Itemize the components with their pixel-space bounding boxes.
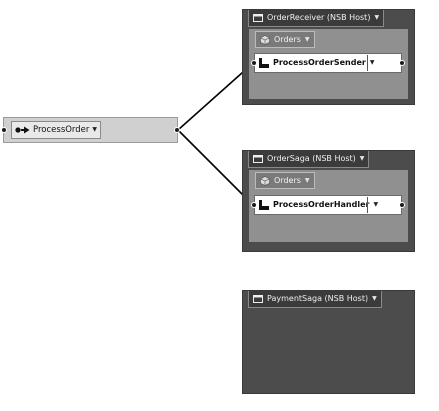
handler-label: ProcessOrderHandler — [273, 200, 370, 209]
namespace-tab[interactable]: Orders ▼ — [255, 31, 315, 48]
chevron-down-icon[interactable]: ▼ — [373, 201, 379, 208]
handler-shape-icon — [259, 200, 269, 210]
chevron-down-icon[interactable]: ▼ — [369, 59, 375, 66]
handler-process-order-sender[interactable]: ProcessOrderSender ▼ — [251, 53, 405, 73]
endpoint-order-saga[interactable]: OrderSaga (NSB Host) ▼ Orders ▼ ProcessO… — [242, 150, 415, 252]
endpoint-window-icon — [253, 155, 263, 163]
chevron-down-icon[interactable]: ▼ — [304, 35, 310, 43]
endpoint-payment-saga[interactable]: PaymentSaga (NSB Host) ▼ — [242, 290, 415, 394]
endpoint-title: PaymentSaga (NSB Host) — [267, 294, 369, 303]
namespace-tab[interactable]: Orders ▼ — [255, 172, 315, 189]
endpoint-title-tab[interactable]: PaymentSaga (NSB Host) ▼ — [248, 291, 382, 308]
message-label: ProcessOrder — [33, 124, 90, 135]
endpoint-title: OrderReceiver (NSB Host) — [267, 13, 371, 22]
handler-label: ProcessOrderSender — [273, 58, 366, 67]
message-tab[interactable]: ProcessOrder ▼ — [11, 121, 102, 139]
handler-divider — [367, 197, 368, 213]
chevron-down-icon[interactable]: ▼ — [304, 176, 310, 184]
process-order-message-node[interactable]: ProcessOrder ▼ — [1, 117, 180, 143]
chevron-down-icon[interactable]: ▼ — [359, 155, 365, 162]
message-out-port[interactable] — [174, 127, 180, 133]
endpoint-window-icon — [253, 295, 263, 303]
chevron-down-icon[interactable]: ▼ — [374, 14, 380, 21]
handler-in-port[interactable] — [251, 60, 257, 66]
endpoint-order-receiver[interactable]: OrderReceiver (NSB Host) ▼ Orders ▼ Proc… — [242, 9, 415, 105]
handler-process-order-handler[interactable]: ProcessOrderHandler ▼ — [251, 195, 405, 215]
connector-to-order-saga[interactable] — [177, 129, 253, 205]
package-box-icon — [260, 175, 270, 186]
handler-out-port[interactable] — [399, 202, 405, 208]
package-box-icon — [260, 34, 270, 45]
handler-out-port[interactable] — [399, 60, 405, 66]
endpoint-window-icon — [253, 14, 263, 22]
namespace-label: Orders — [274, 34, 301, 44]
endpoint-title-tab[interactable]: OrderSaga (NSB Host) ▼ — [248, 151, 370, 168]
message-in-port[interactable] — [1, 127, 7, 133]
handler-divider — [367, 55, 368, 71]
endpoint-body: Orders ▼ ProcessOrderSender ▼ — [249, 29, 408, 99]
handler-shape-icon — [259, 58, 269, 68]
namespace-label: Orders — [274, 175, 301, 185]
chevron-down-icon[interactable]: ▼ — [92, 126, 98, 133]
message-arrow-icon — [15, 126, 30, 134]
chevron-down-icon[interactable]: ▼ — [372, 295, 377, 302]
endpoint-title-tab[interactable]: OrderReceiver (NSB Host) ▼ — [248, 10, 385, 27]
connector-to-order-receiver[interactable] — [177, 63, 253, 131]
handler-in-port[interactable] — [251, 202, 257, 208]
endpoint-title: OrderSaga (NSB Host) — [267, 154, 356, 163]
endpoint-body: Orders ▼ ProcessOrderHandler ▼ — [249, 170, 408, 242]
